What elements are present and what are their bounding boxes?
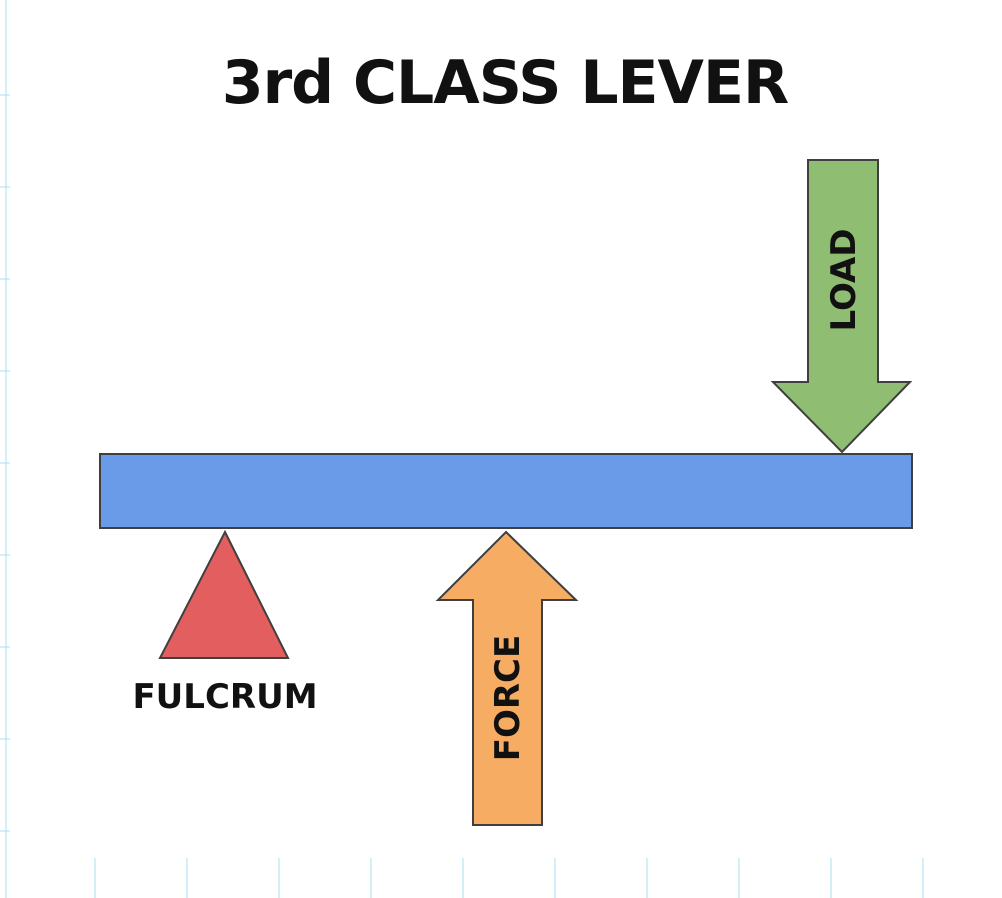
- diagram-title: 3rd CLASS LEVER: [222, 48, 788, 118]
- margin-ruler-marks: [0, 0, 924, 898]
- fulcrum-label: FULCRUM: [132, 677, 317, 717]
- load-arrow: [770, 159, 913, 454]
- fulcrum-triangle: [158, 529, 290, 659]
- force-arrow: [435, 530, 579, 826]
- lever-beam: [99, 453, 913, 529]
- force-label: FORCE: [488, 635, 528, 762]
- load-label: LOAD: [824, 229, 864, 332]
